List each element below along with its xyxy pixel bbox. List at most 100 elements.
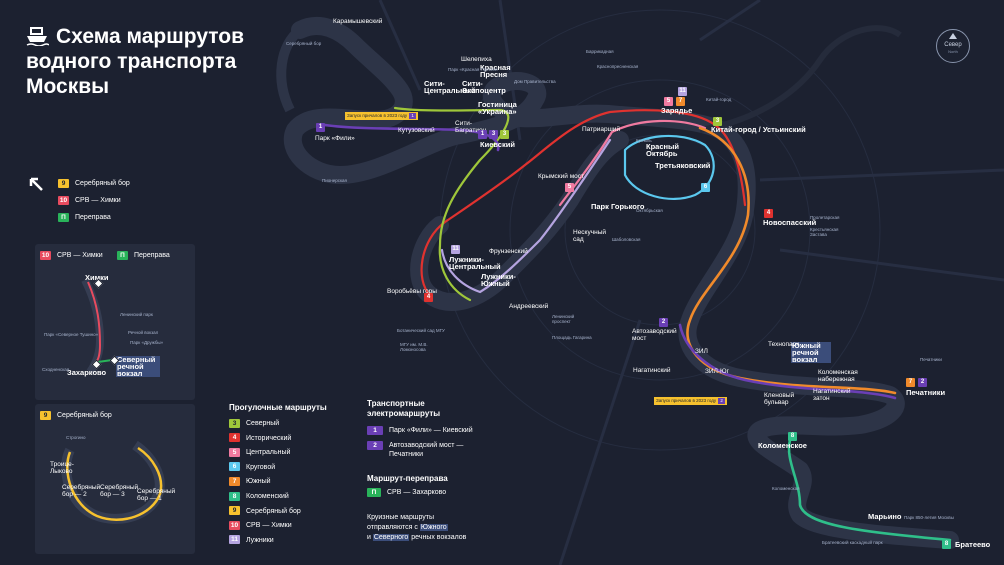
walk-route-label: Круговой: [246, 463, 276, 471]
poi-proletarskaya: Пролетарская: [810, 215, 840, 220]
poi-krasnopresnenskaya: Краснопресненская: [597, 64, 639, 69]
walk-route-label: Коломенский: [246, 493, 289, 500]
poi-leninsky: Ленинский парк: [120, 312, 153, 317]
badge-route-2-avto: 2: [659, 318, 668, 327]
station-city-bagration: Сити-Багратион: [455, 120, 487, 134]
station-zakharkovo: Захарково: [67, 368, 107, 377]
station-serebryany-1: Серебряный бор — 1: [137, 488, 176, 502]
walk-route-number: 7: [229, 477, 240, 487]
station-city-central: Сити-Центральный: [424, 79, 476, 95]
station-luzhniki-central: Лужники-Центральный: [449, 255, 501, 271]
title-line-2: водного транспорта: [26, 50, 237, 73]
station-kolomenskoe: Коломенское: [758, 441, 807, 450]
route-11-line: [440, 138, 612, 294]
station-neskuchny: Нескучный сад: [573, 229, 607, 243]
station-avtozavodsky: Автозаводский мост: [632, 328, 677, 342]
station-kitay-gorod: Китай-город / Устьинский: [711, 125, 806, 134]
walk-route-label: СРВ — Химки: [246, 522, 292, 530]
poi-severnoe-tushino: Парк «Северное Тушино»: [44, 332, 99, 337]
badge-route-2-pech: 2: [918, 378, 927, 387]
station-maryino: Марьино: [868, 512, 902, 521]
poi-gagarina: Площадь Гагарина: [552, 335, 592, 340]
walk-routes-heading: Прогулочные маршруты: [229, 403, 327, 412]
badge-route-3-green: 3: [500, 130, 509, 139]
arrow-icon: [29, 177, 43, 191]
station-south-river: Южный речной вокзал: [791, 342, 831, 363]
station-novospassky: Новоспасский: [763, 218, 817, 227]
station-luzhniki-south: Лужники-Южный: [481, 272, 516, 288]
poi-kitay-gorod-metro: Китай-город: [706, 97, 732, 102]
poi-brateevsky: Братеевский каскадный парк: [822, 540, 883, 545]
upstream-river: [276, 26, 304, 113]
poi-serebryany: Серебряный бор: [286, 41, 322, 46]
badge-route-8-kol: 8: [788, 432, 797, 441]
badge-route-1-fili: 1: [316, 123, 325, 132]
walk-route-item: 10 СРВ — Химки: [229, 520, 292, 531]
station-zil-south: ЗИЛ-Юг: [705, 368, 729, 375]
station-zil: ЗИЛ: [695, 348, 708, 355]
badge-route-4-vor: 4: [424, 293, 433, 302]
badge-route-5-krym: 5: [565, 183, 574, 192]
map-title: Схема маршрутов водного транспорта Москв…: [26, 24, 244, 99]
poi-pioneer: Пионерская: [322, 178, 347, 183]
compass-label: Север: [944, 42, 962, 48]
station-nagatinsky: Нагатинский: [633, 367, 671, 374]
walk-route-number: 11: [229, 535, 240, 545]
walk-route-label: Серебряный бор: [246, 507, 301, 515]
poi-botanic: Ботанический сад МГУ: [397, 328, 445, 333]
station-ukraina: Гостиница «Украина»: [478, 100, 517, 116]
poi-shabolovskaya: Шаболовская: [612, 237, 641, 242]
route-2-line: [678, 323, 897, 400]
poi-krestyanskaya: Крестьянская Застава: [810, 227, 839, 237]
route-1-line: [323, 123, 500, 152]
inset-1-bg: [35, 244, 195, 400]
poi-strogino: Строгино: [66, 435, 86, 440]
north-arrow-icon: [949, 33, 957, 39]
poi-park-850: Парк 850-летия Москвы: [904, 515, 954, 520]
station-serebryany-3: Серебряный бор — 3: [100, 484, 139, 498]
station-frunzenskaya: Фрунзенский: [489, 248, 528, 255]
station-krasnaya-presnya: Красная Пресня: [480, 63, 511, 79]
station-vorobyovy: Воробьёвы горы: [387, 288, 437, 295]
badge-route-4-nov: 4: [764, 209, 773, 218]
station-kutuzovsky: Кутузовский: [398, 127, 435, 134]
compass: Север North: [936, 29, 970, 63]
badge-route-1-kiev: 1: [478, 130, 487, 139]
compass-label-en: North: [948, 49, 958, 54]
station-karamyshevsky: Карамышевский: [333, 18, 383, 25]
walk-route-item: 4 Исторический: [229, 433, 291, 444]
walk-route-label: Исторический: [246, 434, 292, 442]
cruise-note: Круизные маршруты отправляются с Южного …: [367, 514, 467, 541]
station-park-gorkogo: Парк Горького: [591, 202, 645, 211]
ship-icon: [26, 27, 49, 46]
route-7-line: [686, 126, 897, 395]
poi-leninsky: Ленинский проспект: [552, 314, 575, 324]
routes: [323, 106, 952, 542]
station-city-expocenter: Сити-Экспоцентр: [462, 79, 506, 95]
station-serebryany-2: Серебряный бор — 2: [62, 484, 101, 498]
walk-route-number: 10: [229, 520, 240, 530]
station-shelepikha: Шелепиха: [461, 56, 492, 63]
walk-route-number: 4: [229, 433, 240, 443]
badge-route-11-zar: 11: [678, 87, 687, 96]
poi-oktyabrskaya: Октябрьская: [636, 208, 663, 213]
station-kolomenskaya-nab: Коломенская набережная: [818, 369, 858, 383]
badge-route-3-kiev: 3: [489, 130, 498, 139]
station-north-river: Северный речной вокзал: [116, 356, 160, 377]
poi-rechnoy-vokzal: Речной вокзал: [128, 330, 159, 335]
station-troitse-lykovo: Троице-Лыково: [50, 461, 74, 475]
walk-route-number: 3: [229, 418, 240, 428]
moskva-river: [283, 17, 959, 549]
badge-route-8-brat: 8: [942, 540, 951, 549]
